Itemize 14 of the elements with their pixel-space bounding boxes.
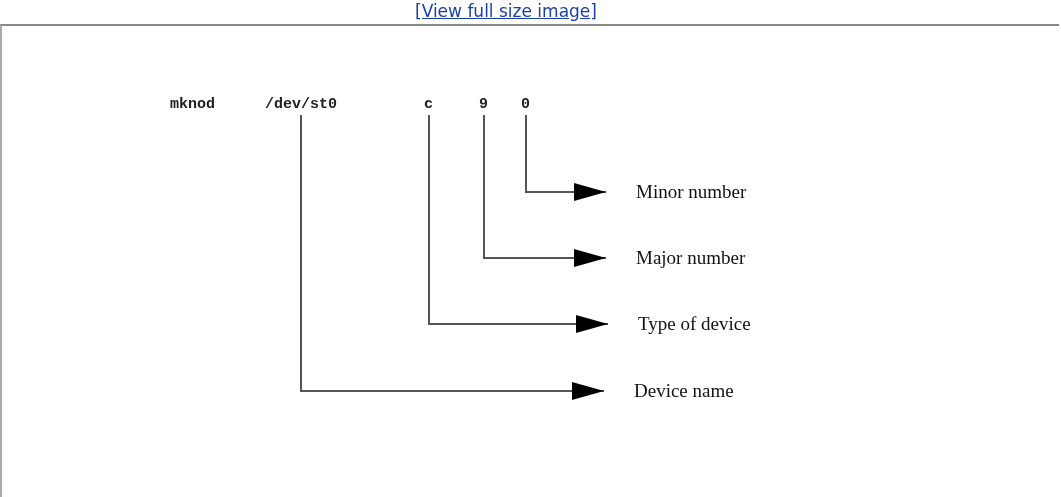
command-argument: /dev/st0 [265,97,337,113]
view-image-link: [View full size image] [415,1,597,21]
part-label: Major number [606,246,746,270]
leader-arrow [525,114,607,201]
command-text: mknod [170,97,215,113]
leader-arrow [300,114,605,400]
command-argument: 0 [521,97,530,113]
part-label: Minor number [606,180,747,204]
command-argument: c [424,97,433,113]
part-label: Type of device [608,312,751,336]
command-argument: 9 [479,97,488,113]
leader-arrow [483,114,607,267]
leader-arrow [428,114,609,333]
part-label: Device name [604,379,734,403]
